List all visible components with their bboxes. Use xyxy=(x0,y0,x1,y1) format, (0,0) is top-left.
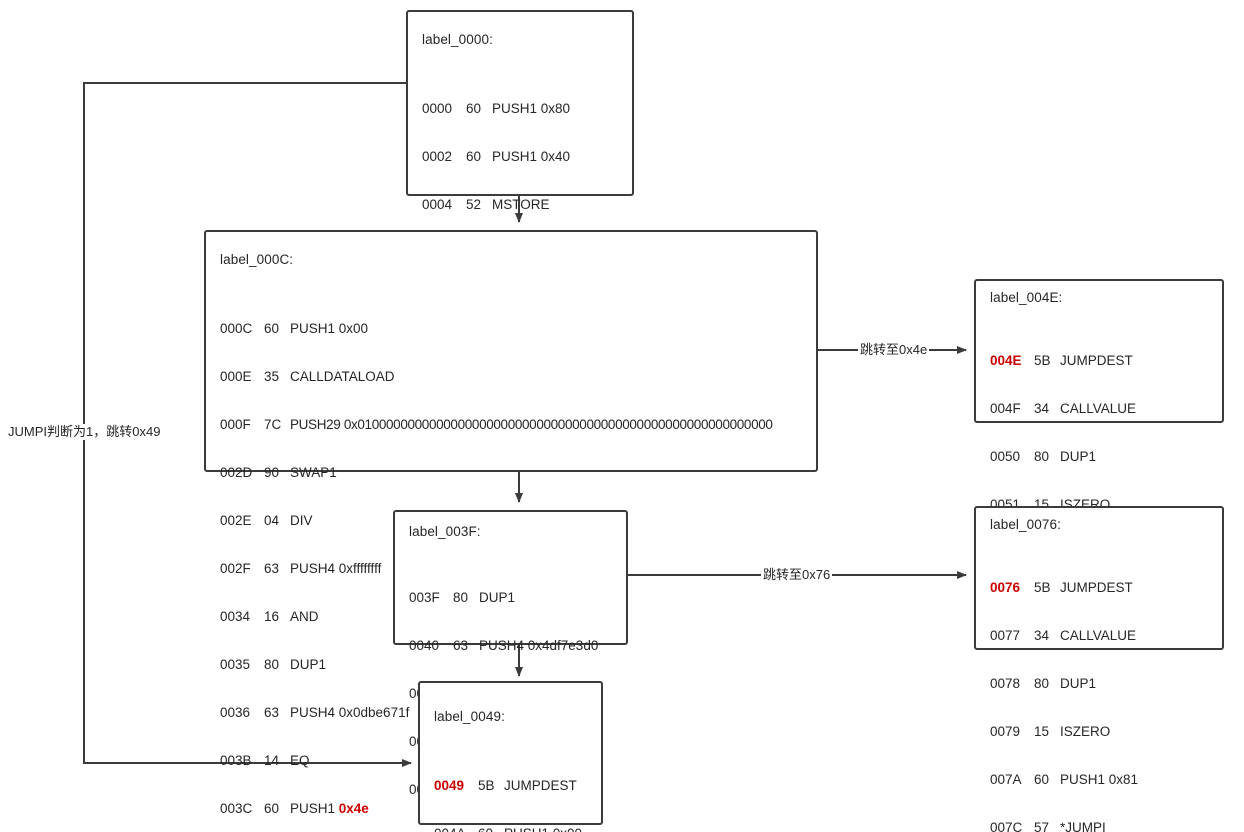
block-title: label_0076: xyxy=(990,517,1061,532)
block-title: label_004E: xyxy=(990,290,1063,305)
jumpdest-addr: 004E xyxy=(990,353,1022,368)
edge-label-to-0076: 跳转至0x76 xyxy=(761,567,833,583)
code-row: 004A60PUSH1 0x00 xyxy=(434,826,582,832)
jumpdest-addr: 0076 xyxy=(990,580,1021,595)
block-title: label_0049: xyxy=(434,709,505,724)
jump-target: 0x4e xyxy=(338,801,369,816)
edge-label-jumpi-0049: JUMPI判断为1，跳转0x49 xyxy=(6,424,163,440)
block-title: label_000C: xyxy=(220,252,294,267)
jumpdest-addr: 0049 xyxy=(434,778,465,793)
block-title: label_003F: xyxy=(409,524,481,539)
block-title: label_0000: xyxy=(422,32,493,47)
edge-label-to-004e: 跳转至0x4e xyxy=(858,342,930,358)
